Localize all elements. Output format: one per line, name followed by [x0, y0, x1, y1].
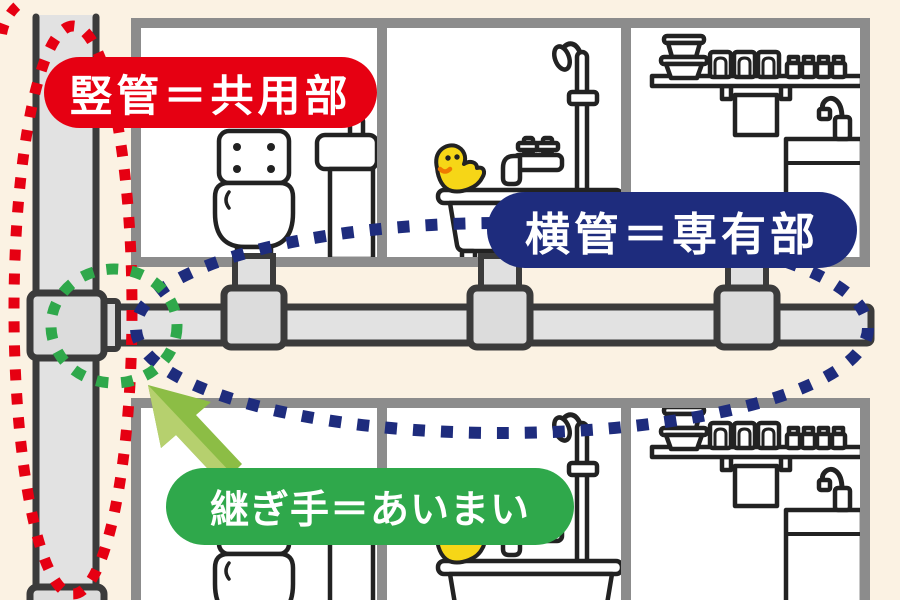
tee-fitting-bath: [466, 284, 534, 351]
red-corner-dots: [0, 2, 21, 36]
green-arrow: [148, 385, 242, 484]
lower-floor-outline: [131, 398, 870, 600]
hanging-box-icon: [732, 92, 780, 138]
rubber-duck-icon: [434, 143, 487, 194]
label-horizontal-pipe: 横管＝専有部: [487, 192, 857, 268]
red-dotted-ellipse: [8, 20, 138, 600]
label-joint: 継ぎ手＝あいまい: [166, 468, 574, 545]
kitchen-shelf-icon: [649, 33, 865, 138]
toilet-icon: [212, 128, 296, 264]
green-dotted-circle: [45, 263, 183, 389]
label-vertical-pipe: 竪管＝共用部: [44, 57, 377, 128]
blue-dotted-ellipse: [130, 217, 874, 439]
tee-fitting-kitchen: [713, 284, 781, 351]
bath-faucet-icon: [500, 135, 565, 187]
riser-lower-joint: [26, 583, 108, 600]
tee-fitting-toilet: [220, 284, 288, 351]
riser-tee-joint: [26, 289, 108, 362]
